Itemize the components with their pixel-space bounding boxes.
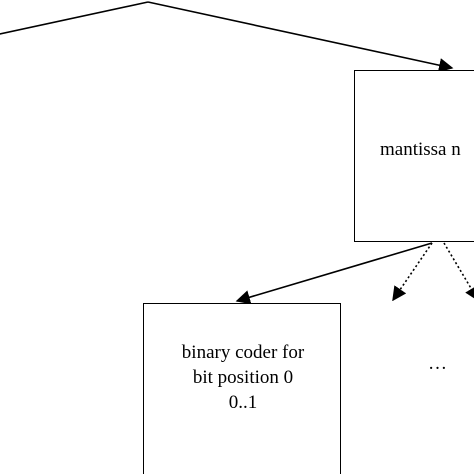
ellipsis-node: … [428, 353, 447, 374]
binary-coder-node: binary coder for bit position 0 0..1 [143, 303, 341, 474]
edge-mantissa-to-binary-coder [235, 242, 433, 305]
edge-parent-to-mantissa [147, 1, 454, 73]
edge-mantissa-to-ellipsis-dotted-right [443, 242, 474, 302]
binary-coder-line-1: binary coder for [181, 342, 305, 363]
mantissa-node: mantissa n [354, 70, 474, 242]
binary-coder-line-3: 0..1 [228, 392, 258, 413]
edge-parent-to-left [0, 1, 149, 35]
binary-coder-node-label: binary coder for bit position 0 0..1 [144, 340, 342, 415]
binary-coder-line-2: bit position 0 [192, 367, 294, 388]
edge-mantissa-to-ellipsis-dotted-left [392, 242, 433, 302]
mantissa-node-label: mantissa n [380, 139, 461, 160]
